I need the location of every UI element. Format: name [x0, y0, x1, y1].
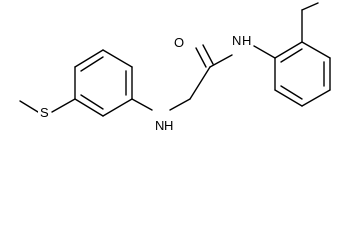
- bond: [189, 66, 211, 100]
- bond: [301, 89, 331, 107]
- left-benzene-ring: [74, 49, 133, 117]
- structure-diagram: S N H O N H: [19, 2, 331, 133]
- amide-hydrogen-label: H: [242, 33, 251, 48]
- double-bond-inner: [280, 48, 303, 63]
- amide-nitrogen-label: N: [232, 33, 241, 48]
- bond: [102, 98, 133, 117]
- double-bond-inner: [80, 94, 104, 110]
- bond: [74, 49, 104, 68]
- methylthio-group: S: [19, 98, 76, 120]
- right-benzene-ring: [274, 2, 331, 107]
- bond: [74, 98, 104, 117]
- carbonyl-oxygen-label: O: [174, 35, 184, 50]
- molecule-drawing: S N H O N H: [19, 2, 331, 133]
- amine-hydrogen-label: H: [164, 118, 173, 133]
- bond: [169, 98, 191, 111]
- amine-linker: N H: [131, 98, 191, 133]
- bond: [301, 41, 331, 59]
- double-bond-inner: [280, 85, 303, 100]
- carbonyl-double-bond: [202, 44, 214, 65]
- carbonyl-double-bond: [195, 47, 207, 68]
- sulfur-atom-label: S: [40, 105, 49, 120]
- bond: [274, 89, 303, 107]
- bond: [209, 54, 233, 68]
- bond: [51, 98, 76, 113]
- amine-nitrogen-label: N: [155, 118, 164, 133]
- acetamide-backbone: O N H: [174, 33, 276, 100]
- bond: [131, 98, 153, 111]
- double-bond-inner: [80, 56, 104, 72]
- methyl-bond: [301, 2, 319, 11]
- bond: [19, 100, 39, 113]
- bond: [274, 41, 303, 59]
- bond: [253, 45, 276, 59]
- bond: [102, 49, 133, 68]
